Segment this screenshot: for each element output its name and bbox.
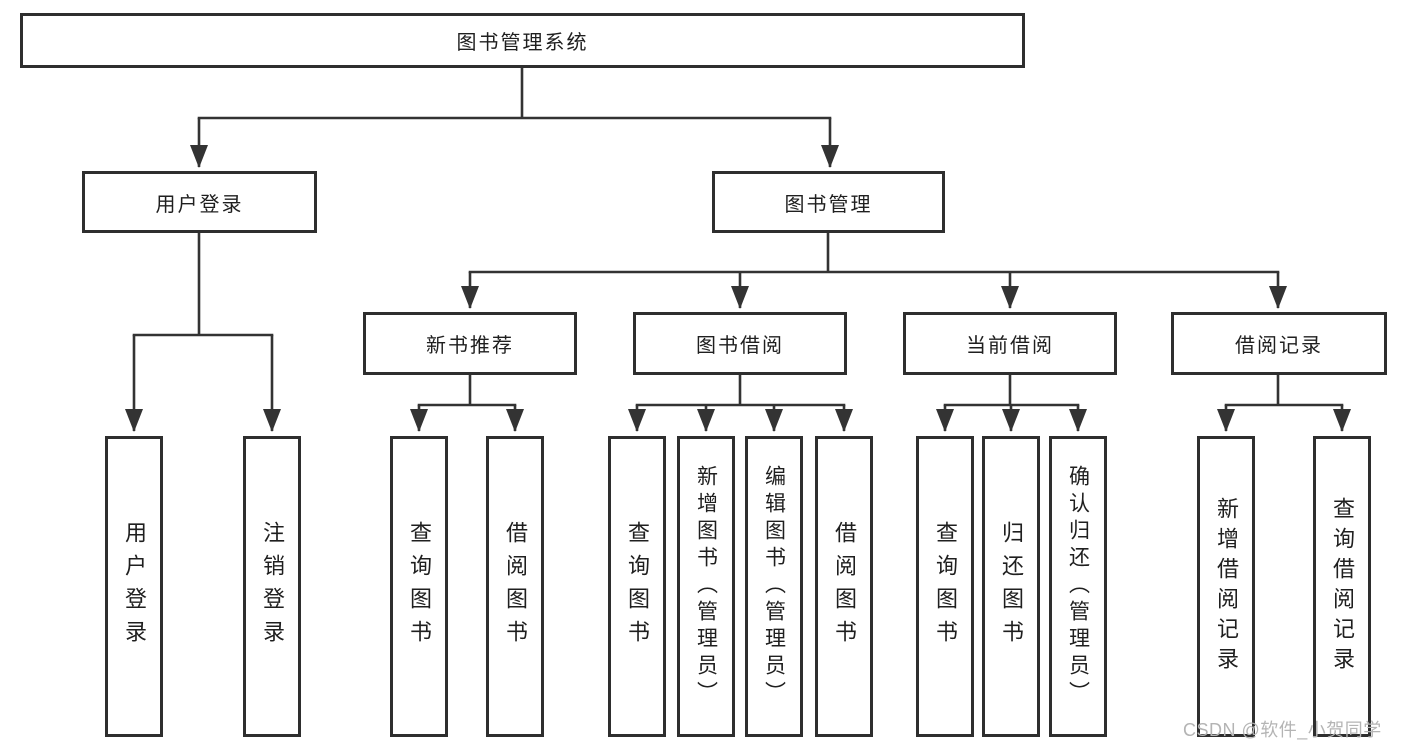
- leaf-label: 确认归还（管理员）: [1066, 465, 1090, 708]
- leaf-edit-book-admin: 编辑图书（管理员）: [745, 436, 803, 737]
- leaf-label: 借阅图书: [503, 520, 528, 653]
- leaf-query-books-current: 查询图书: [916, 436, 974, 737]
- leaf-label: 查询借阅记录: [1330, 496, 1355, 677]
- node-borrow-records: 借阅记录: [1171, 312, 1387, 375]
- leaf-borrow-books: 借阅图书: [815, 436, 873, 737]
- node-book-management-branch: 图书管理: [712, 171, 945, 233]
- leaf-confirm-return-admin: 确认归还（管理员）: [1049, 436, 1107, 737]
- leaf-query-books-recommend: 查询图书: [390, 436, 448, 737]
- node-book-borrow: 图书借阅: [633, 312, 847, 375]
- leaf-label: 归还图书: [999, 520, 1024, 653]
- leaf-label: 新增图书（管理员）: [694, 465, 718, 708]
- leaf-label: 查询图书: [625, 520, 650, 653]
- node-user-login-branch: 用户登录: [82, 171, 317, 233]
- leaf-user-login: 用户登录: [105, 436, 163, 737]
- leaf-label: 新增借阅记录: [1214, 496, 1239, 677]
- leaf-borrow-books-recommend: 借阅图书: [486, 436, 544, 737]
- node-new-book-recommend: 新书推荐: [363, 312, 577, 375]
- csdn-watermark: CSDN @软件_小贺同学: [1183, 720, 1382, 740]
- leaf-label: 编辑图书（管理员）: [762, 465, 786, 708]
- node-root-system: 图书管理系统: [20, 13, 1025, 68]
- leaf-query-borrow-record: 查询借阅记录: [1313, 436, 1371, 737]
- leaf-label: 注销登录: [260, 520, 285, 653]
- leaf-add-borrow-record: 新增借阅记录: [1197, 436, 1255, 737]
- leaf-query-books-borrow: 查询图书: [608, 436, 666, 737]
- leaf-label: 借阅图书: [832, 520, 857, 653]
- leaf-label: 用户登录: [122, 520, 147, 653]
- leaf-label: 查询图书: [933, 520, 958, 653]
- node-current-borrow: 当前借阅: [903, 312, 1117, 375]
- leaf-label: 查询图书: [407, 520, 432, 653]
- leaf-return-book: 归还图书: [982, 436, 1040, 737]
- leaf-add-book-admin: 新增图书（管理员）: [677, 436, 735, 737]
- leaf-logout: 注销登录: [243, 436, 301, 737]
